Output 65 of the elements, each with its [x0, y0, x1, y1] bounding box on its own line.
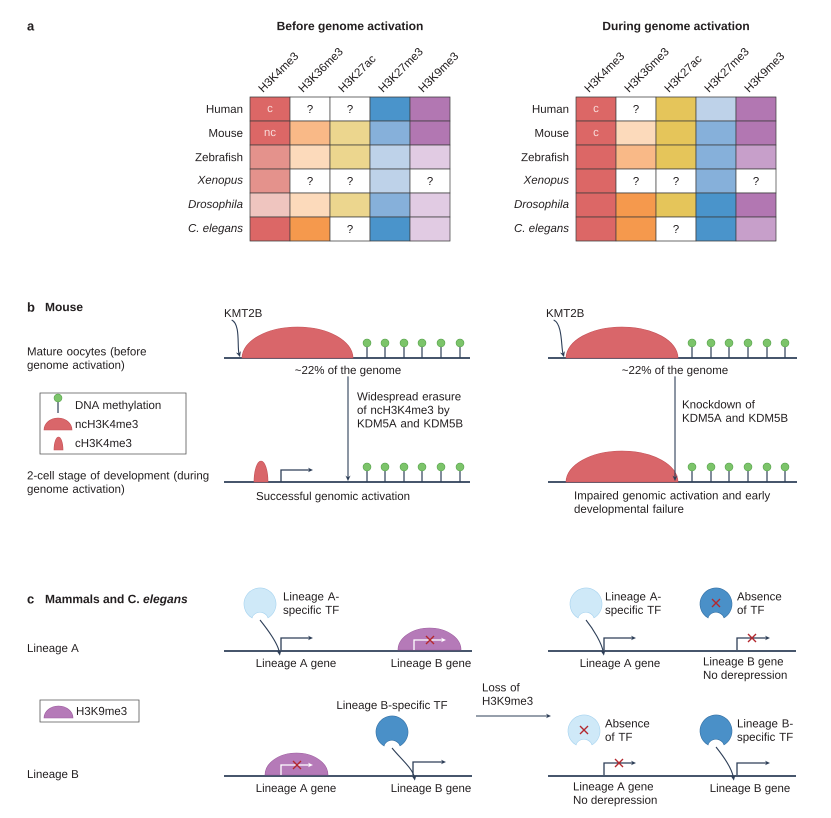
- gene-label: Lineage A gene: [580, 658, 660, 670]
- heatmap-cell: ?: [616, 168, 656, 194]
- heatmap-cell: c: [576, 96, 616, 122]
- heatmap-cell: c: [250, 96, 290, 122]
- legend-label: ncH3K4me3: [76, 420, 138, 428]
- heatmap-cell: ?: [656, 168, 696, 194]
- panel-letter: b: [28, 302, 34, 312]
- panel-title: Mouse: [46, 302, 83, 312]
- node-label: Lineage A- specific TF: [283, 592, 339, 616]
- panel-letter: a: [27, 23, 34, 31]
- node-label: Absence of TF: [737, 592, 782, 614]
- row-label: Zebrafish: [521, 152, 568, 162]
- row-label: Xenopus: [197, 176, 243, 186]
- row-label: Mouse: [535, 129, 568, 137]
- panel-letter: c: [28, 596, 34, 604]
- gene-label: Lineage B gene No derepression: [704, 657, 787, 682]
- row-label: 2-cell stage of development (during genome activation): [28, 471, 208, 496]
- gene-label: Lineage A gene: [256, 784, 336, 794]
- node-label: Absence of TF: [605, 719, 650, 741]
- row-label: Mouse: [209, 129, 242, 137]
- legend-label: DNA methylation: [76, 400, 161, 412]
- row-label: C. elegans: [514, 224, 569, 234]
- protein-label: KMT2B: [224, 308, 262, 317]
- heatmap-cell: ?: [736, 168, 776, 194]
- gene-label: Lineage B gene: [392, 784, 471, 794]
- gene-label: Lineage A gene No derepression: [574, 782, 657, 806]
- edge-label: Knockdown of KDM5A and KDM5B: [682, 400, 788, 422]
- heatmap-cell: c: [576, 120, 616, 146]
- edge-label: Widespread erasure of ncH3K4me3 by KDM5A and KDM5B: [357, 392, 462, 428]
- row-label: Drosophila: [514, 200, 569, 210]
- node-label: ~22% of the genome: [622, 366, 728, 376]
- legend-label: cH3K4me3: [76, 438, 132, 448]
- protein-label: KMT2B: [546, 308, 584, 317]
- row-label: Xenopus: [523, 176, 569, 186]
- heatmap-cell: ?: [330, 168, 370, 194]
- heatmap-cell: ?: [290, 96, 330, 122]
- row-label: Lineage A: [28, 644, 79, 654]
- gene-label: Lineage A gene: [256, 658, 336, 670]
- node-label: Lineage B- specific TF: [737, 719, 793, 744]
- arrow-label: Loss of H3K9me3: [482, 683, 533, 705]
- table-title: During genome activation: [603, 21, 749, 33]
- row-label: Human: [206, 105, 242, 113]
- row-label: Human: [532, 105, 568, 113]
- heatmap-cell: ?: [290, 168, 330, 194]
- heatmap-cell: ?: [330, 216, 370, 242]
- heatmap-cell: ?: [616, 96, 656, 122]
- heatmap-cell: ?: [410, 168, 450, 194]
- row-label: C. elegans: [188, 224, 243, 234]
- heatmap-cell: ?: [330, 96, 370, 122]
- node-label: Successful genomic activation: [256, 492, 410, 502]
- row-label: Mature oocytes (before genome activation): [28, 347, 146, 372]
- heatmap-cell: nc: [250, 120, 290, 146]
- row-label: Drosophila: [188, 200, 243, 210]
- panel-title: Mammals and C. elegans: [46, 594, 188, 606]
- node-label: Lineage A- specific TF: [605, 592, 661, 616]
- node-label: ~22% of the genome: [295, 366, 401, 376]
- table-title: Before genome activation: [277, 21, 423, 33]
- row-label: Lineage B: [28, 770, 78, 780]
- gene-label: Lineage B gene: [392, 658, 471, 670]
- node-label: Lineage B-specific TF: [337, 700, 448, 712]
- gene-label: Lineage B gene: [710, 784, 790, 794]
- row-label: Zebrafish: [195, 152, 242, 162]
- node-label: Impaired genomic activation and early developmental failure: [574, 491, 770, 516]
- heatmap-cell: ?: [656, 216, 696, 242]
- legend-label: H3K9me3: [76, 706, 127, 716]
